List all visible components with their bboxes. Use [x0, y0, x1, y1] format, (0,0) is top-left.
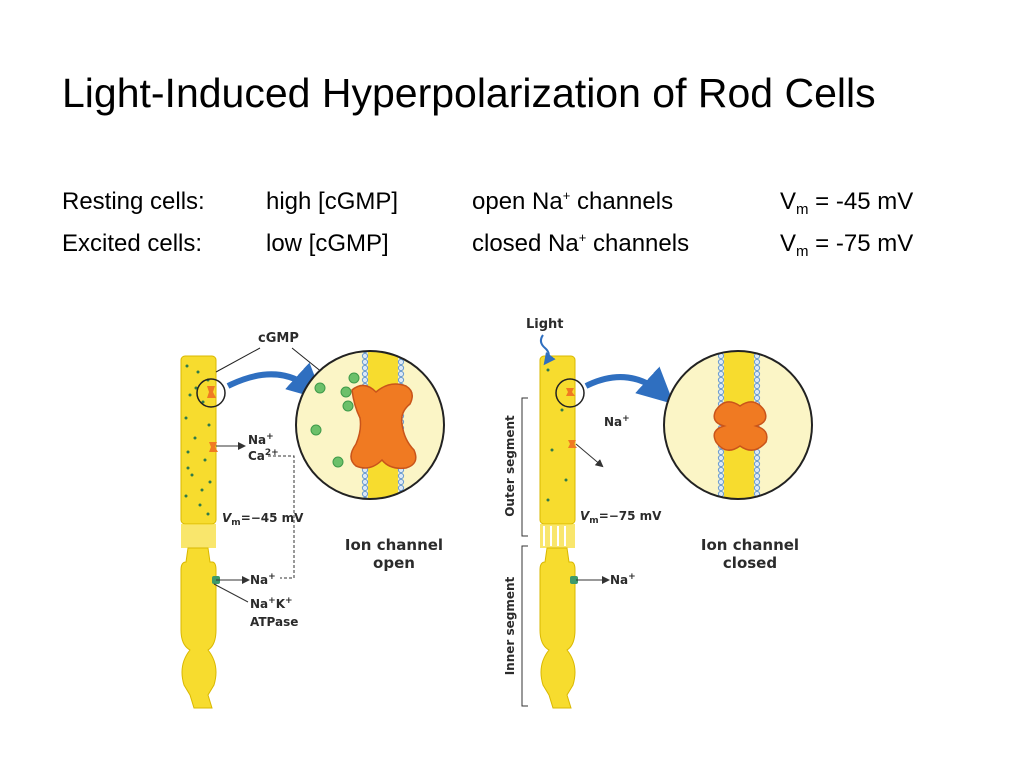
membrane-bead	[753, 382, 761, 390]
label-na-bottom-right: Na+	[610, 572, 636, 587]
membrane-bead	[753, 358, 761, 366]
membrane-bead	[718, 341, 723, 346]
membrane-bead	[397, 358, 405, 366]
membrane-bead	[717, 388, 725, 396]
membrane-bead	[362, 503, 367, 508]
membrane-bead	[361, 352, 369, 360]
membrane-bead	[717, 448, 725, 456]
membrane-bead	[397, 484, 405, 492]
membrane-bead	[717, 376, 725, 384]
membrane-bead	[753, 472, 761, 480]
membrane-bead	[717, 358, 725, 366]
membrane-bead	[717, 460, 725, 468]
light-ray	[539, 334, 556, 366]
membrane-bead	[753, 388, 761, 396]
excited-channels: closed Na+ channels	[472, 230, 690, 257]
membrane-bead	[753, 496, 761, 499]
membrane-bead	[753, 460, 761, 468]
label-vm-right: Vm=−75 mV	[580, 509, 662, 526]
caption-open-line1: Ion channel	[345, 536, 443, 554]
label-atpase: Na+K+	[250, 596, 293, 611]
membrane-bead	[717, 478, 725, 486]
membrane-bead	[397, 376, 405, 384]
membrane-bead	[717, 370, 725, 378]
slide-title: Light-Induced Hyperpolarization of Rod C…	[62, 70, 876, 116]
membrane-bead	[361, 364, 369, 372]
membrane-bead	[717, 382, 725, 390]
membrane-bead	[361, 478, 369, 486]
label-inner-segment: Inner segment	[503, 576, 517, 675]
membrane-bead	[397, 364, 405, 372]
membrane-bead	[754, 341, 759, 346]
membrane-bead	[753, 466, 761, 474]
membrane-bead	[717, 484, 725, 492]
membrane-bead	[753, 364, 761, 372]
membrane-bead	[717, 364, 725, 372]
membrane-bead	[753, 370, 761, 378]
label-light: Light	[526, 317, 564, 332]
left-rod-cell	[180, 355, 226, 709]
closed-channel-zoom	[663, 341, 813, 508]
zoom-arrow-right	[584, 366, 674, 405]
caption-closed-line2: closed	[723, 554, 777, 572]
membrane-bead	[753, 484, 761, 492]
membrane-bead	[397, 370, 405, 378]
inner-segment-bracket	[521, 545, 528, 707]
label-na-bottom-left: Na+	[250, 572, 276, 587]
excited-cgmp: low [cGMP]	[266, 230, 389, 257]
membrane-bead	[398, 341, 403, 346]
label-cgmp: cGMP	[258, 331, 299, 346]
label-atpase-line2: ATPase	[250, 615, 298, 629]
membrane-bead	[361, 370, 369, 378]
membrane-bead	[754, 503, 759, 508]
membrane-bead	[753, 454, 761, 462]
membrane-bead	[361, 472, 369, 480]
membrane-bead	[717, 466, 725, 474]
membrane-bead	[361, 358, 369, 366]
resting-channels: open Na+ channels	[472, 188, 674, 215]
membrane-bead	[362, 341, 367, 346]
outer-segment-bracket	[521, 397, 528, 537]
excited-state: Excited cells:	[62, 230, 203, 257]
membrane-bead	[361, 484, 369, 492]
membrane-bead	[718, 503, 723, 508]
membrane-bead	[753, 376, 761, 384]
membrane-bead	[717, 394, 725, 402]
rod-cell-figure: cGMP Na+ Ca2+ Vm=−45 mV Na+ Na+K+ ATPase…	[180, 317, 813, 709]
label-na-right: Na+	[604, 414, 630, 429]
membrane-bead	[717, 454, 725, 462]
cgmp-pointer-line	[215, 347, 261, 373]
membrane-bead	[397, 478, 405, 486]
membrane-bead	[361, 376, 369, 384]
right-rod-cell	[539, 355, 585, 709]
label-outer-segment: Outer segment	[503, 415, 517, 517]
membrane-bead	[398, 503, 403, 508]
membrane-bead	[361, 490, 369, 498]
label-vm-left: Vm=−45 mV	[222, 511, 304, 528]
membrane-bead	[397, 351, 405, 354]
label-ca: Ca2+	[248, 448, 279, 463]
membrane-bead	[753, 394, 761, 402]
caption-open-line2: open	[373, 554, 415, 572]
label-na-left: Na+	[248, 432, 274, 447]
membrane-bead	[397, 496, 405, 499]
resting-cgmp: high [cGMP]	[266, 188, 399, 215]
membrane-bead	[753, 478, 761, 486]
resting-vm: Vm = -45 mV	[780, 188, 914, 218]
membrane-bead	[717, 472, 725, 480]
resting-state: Resting cells:	[62, 188, 205, 215]
open-channel-zoom	[295, 341, 445, 508]
zoom-arrow-left	[226, 362, 324, 401]
excited-vm: Vm = -75 mV	[780, 230, 914, 260]
caption-closed-line1: Ion channel	[701, 536, 799, 554]
membrane-bead	[753, 351, 761, 354]
membrane-bead	[397, 472, 405, 480]
